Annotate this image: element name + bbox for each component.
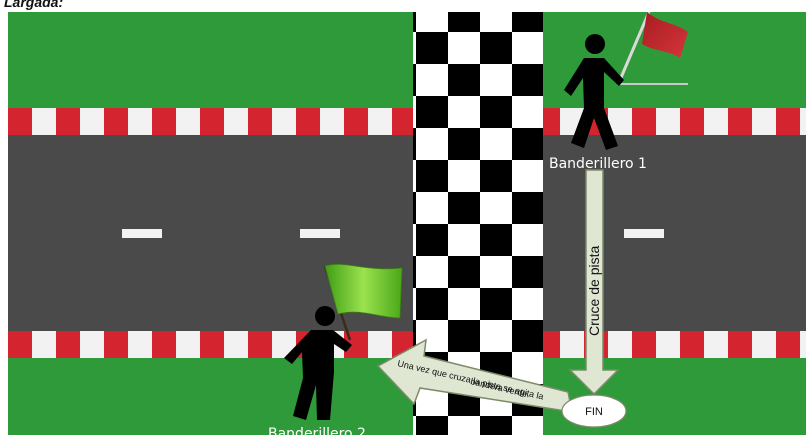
flagman-2-label: Banderillero 2 <box>268 426 366 435</box>
finish-marker: FIN <box>562 395 626 427</box>
lane-dash <box>122 229 162 238</box>
flagman-2-head <box>315 306 335 326</box>
green-flag-icon <box>325 264 402 318</box>
curb-top <box>8 108 806 135</box>
lane-dash <box>300 229 340 238</box>
lane-dash <box>624 229 664 238</box>
flagman-1-head <box>585 34 605 54</box>
finish-marker-label: FIN <box>585 406 603 418</box>
crossing-arrow-label: Cruce de pista <box>586 246 602 336</box>
race-track <box>8 108 806 358</box>
